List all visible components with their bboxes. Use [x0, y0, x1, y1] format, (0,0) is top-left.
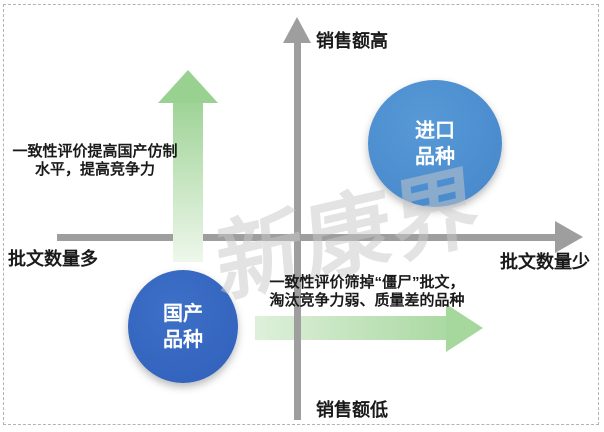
up-trend-arrow-icon	[158, 70, 218, 103]
y-axis-top-label: 销售额高	[316, 31, 388, 51]
y-axis-line	[294, 40, 301, 420]
up-arrow-annotation: 一致性评价提高国产仿制 水平，提高竞争力	[6, 143, 184, 180]
imported-bubble-label-line1: 进口	[415, 119, 455, 142]
up-trend-arrow-shaft	[173, 101, 203, 262]
right-trend-arrow-icon	[446, 304, 483, 352]
x-axis-left-label: 批文数量多	[8, 249, 98, 269]
domestic-varieties-bubble: 国产 品种	[128, 270, 238, 383]
y-axis-bottom-label: 销售额低	[316, 400, 388, 420]
x-axis-line	[57, 234, 556, 241]
y-axis-arrow-icon	[283, 17, 311, 43]
up-arrow-annotation-line2: 水平，提高竞争力	[34, 161, 155, 179]
up-arrow-annotation-line1: 一致性评价提高国产仿制	[12, 143, 178, 160]
right-arrow-annotation: 一致性评价筛掉“僵尸”批文， 淘汰竞争力弱、质量差的品种	[248, 274, 486, 311]
x-axis-arrow-icon	[555, 221, 583, 253]
x-axis-right-label: 批文数量少	[500, 252, 590, 272]
imported-varieties-bubble: 进口 品种	[368, 80, 502, 207]
imported-bubble-label-line2: 品种	[415, 145, 455, 168]
domestic-bubble-label-line2: 品种	[163, 328, 203, 351]
right-arrow-annotation-line1: 一致性评价筛掉“僵尸”批文，	[269, 274, 465, 291]
right-arrow-annotation-line2: 淘汰竞争力弱、质量差的品种	[269, 292, 465, 310]
dashed-border	[3, 4, 599, 425]
right-trend-arrow-shaft	[255, 316, 447, 340]
domestic-bubble-label-line1: 国产	[163, 302, 203, 325]
